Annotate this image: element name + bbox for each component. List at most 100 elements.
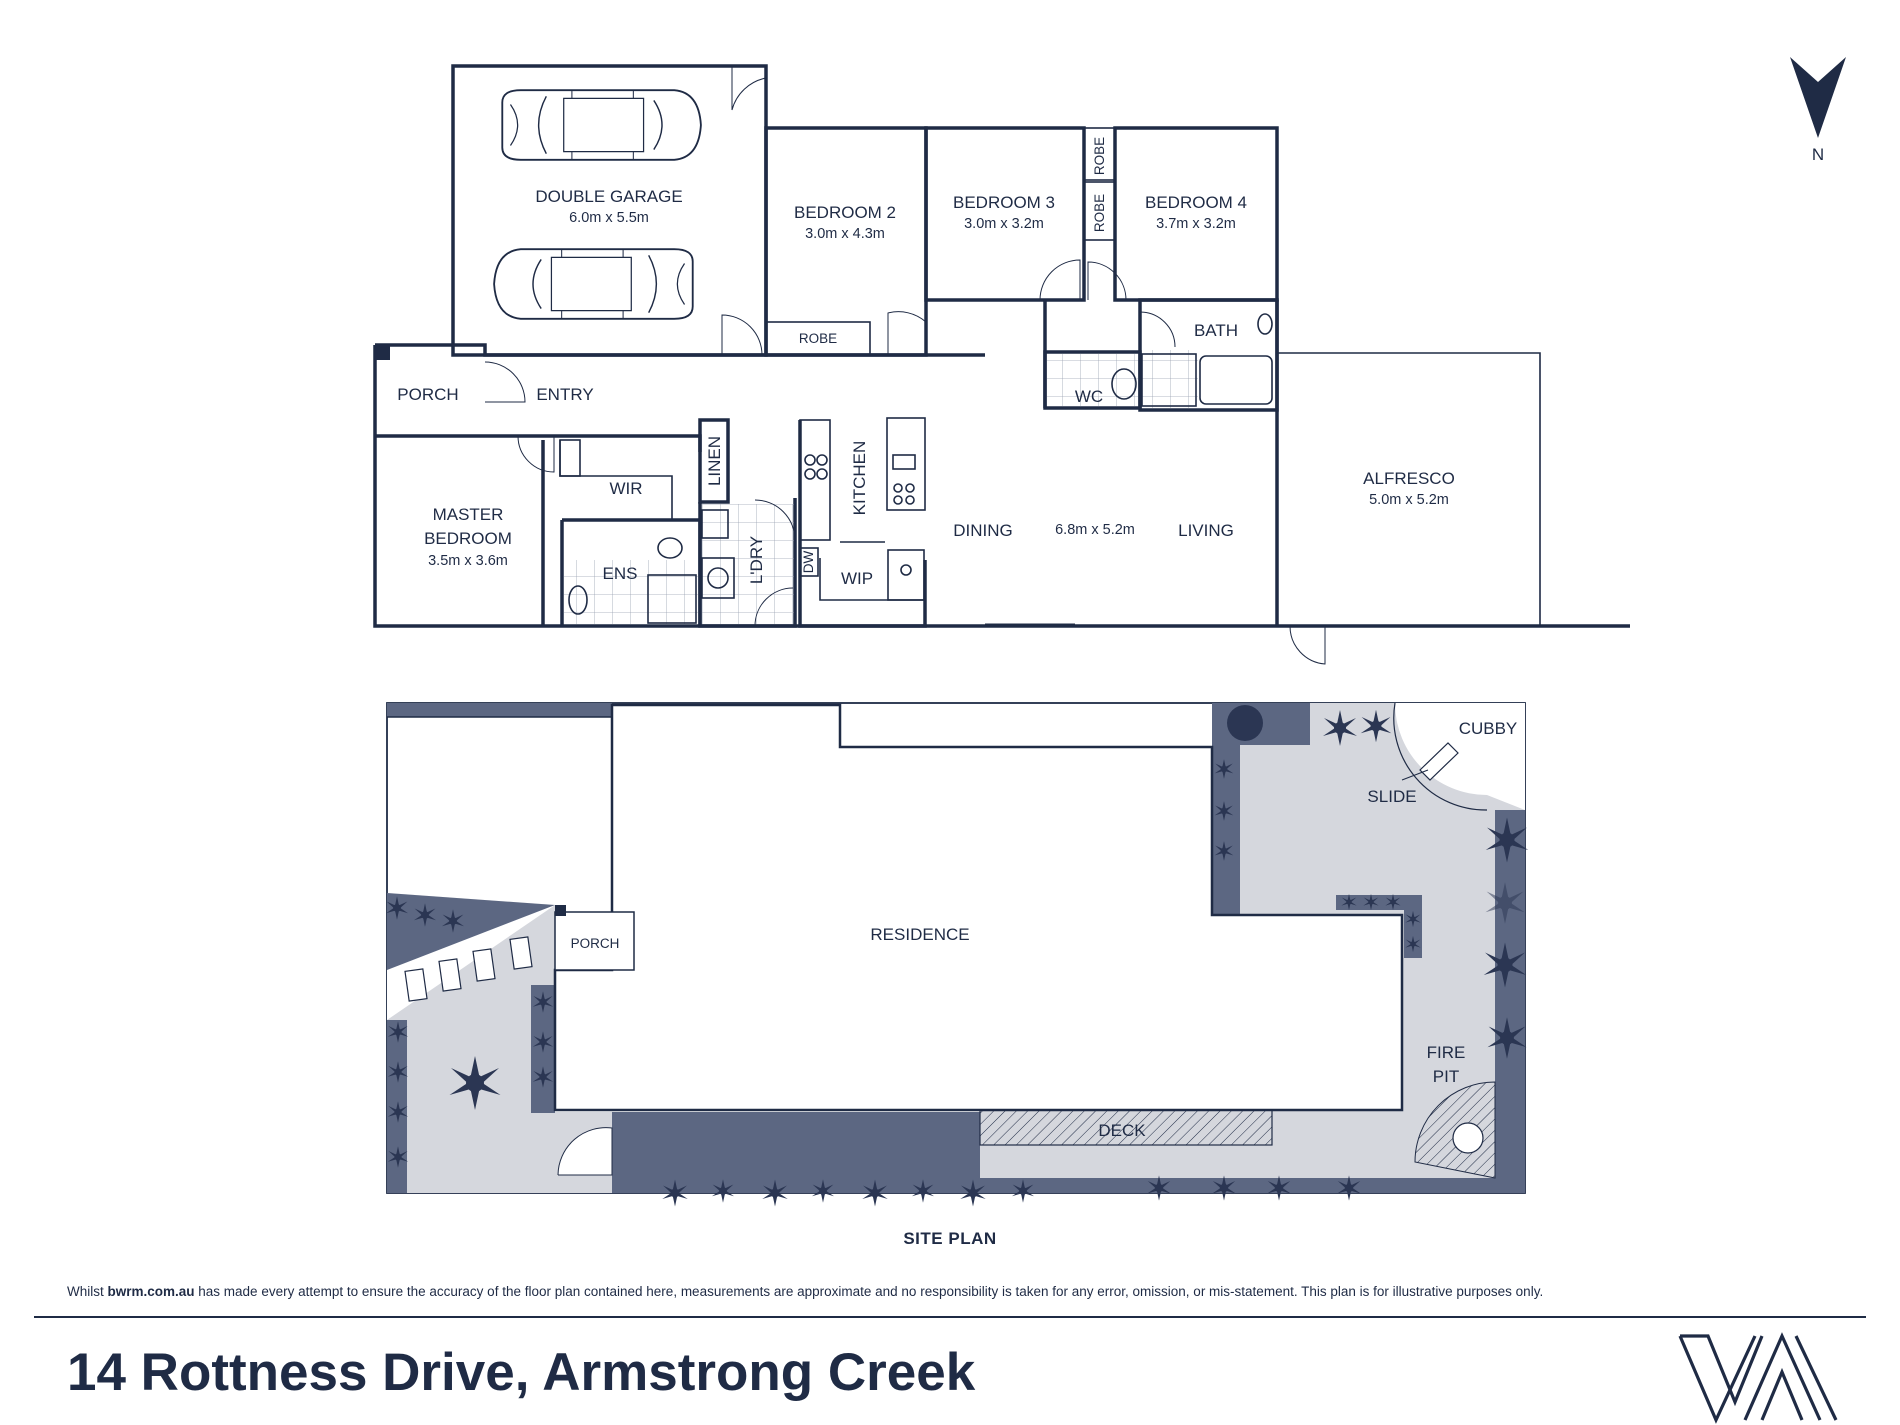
laundry-label: L'DRY (747, 536, 766, 584)
disclaimer-link[interactable]: bwrm.com.au (107, 1284, 195, 1299)
north-strip (387, 703, 612, 717)
master-door (517, 435, 555, 473)
bedroom4-robe (1083, 181, 1116, 241)
cubby-area (1395, 703, 1525, 810)
side-garden (612, 1112, 980, 1193)
property-address: 14 Rottness Drive, Armstrong Creek (67, 1343, 976, 1402)
bath-label: BATH (1194, 321, 1238, 340)
bedroom4-robe-label: ROBE (1092, 194, 1107, 232)
bedroom3-label: BEDROOM 3 (953, 193, 1055, 212)
car-icon (493, 248, 694, 320)
alfresco-size: 5.0m x 5.2m (1369, 492, 1449, 508)
wc-tiles (1047, 354, 1138, 406)
bedroom3-robe (1083, 127, 1116, 181)
bedroom3-door (1039, 259, 1081, 301)
floor-plan-labels: DOUBLE GARAGE 6.0m x 5.5m BEDROOM 2 3.0m… (397, 137, 1455, 588)
backyard-lawn (1212, 703, 1525, 1193)
disclaimer-prefix: Whilst (67, 1284, 108, 1299)
north-arrow-icon: N (1790, 57, 1846, 164)
laundry-tub (701, 509, 729, 539)
deck-label: DECK (1098, 1121, 1146, 1140)
dining-label: DINING (953, 521, 1013, 540)
bedroom4-door (1087, 261, 1127, 301)
side-gate (557, 1127, 613, 1176)
dw-label: DW (801, 551, 816, 574)
backyard-planter (1336, 895, 1422, 958)
entry-north-wall (375, 343, 985, 357)
ensuite-toilet (657, 537, 683, 559)
living-label: LIVING (1178, 521, 1234, 540)
garage-label: DOUBLE GARAGE (535, 187, 682, 206)
laundry-door (754, 499, 796, 541)
ensuite-basin (568, 585, 588, 615)
garage-side-door (721, 314, 763, 356)
garage-size: 6.0m x 5.5m (569, 210, 649, 226)
wip-shelf (887, 549, 925, 601)
bath-tiles (1142, 350, 1198, 408)
master-north-wall (485, 434, 702, 452)
stepping-stones (404, 936, 533, 1002)
entry-label: ENTRY (536, 385, 593, 404)
fire-pit-icon (1452, 1122, 1484, 1154)
kitchen-bench (799, 419, 831, 541)
footer-divider (34, 1316, 1866, 1318)
bedroom2-door (887, 311, 927, 355)
site-porch (554, 911, 635, 971)
backyard-bed-south (980, 1178, 1400, 1193)
laundry-tiles (702, 504, 794, 624)
master-label-line2: BEDROOM (424, 529, 512, 548)
alfresco-label: ALFRESCO (1363, 469, 1455, 488)
va-logo-icon (1678, 1332, 1838, 1424)
wir-label: WIR (609, 479, 642, 498)
basin-icon (1257, 313, 1273, 335)
backyard-bed-north (1212, 703, 1310, 915)
slide-icon (1419, 742, 1459, 781)
bedroom3-size: 3.0m x 3.2m (964, 216, 1044, 232)
wir-shelf (559, 439, 581, 477)
compass-label: N (1812, 145, 1824, 164)
bedroom4-label: BEDROOM 4 (1145, 193, 1247, 212)
washer-drum (707, 567, 729, 589)
master-size: 3.5m x 3.6m (428, 553, 508, 569)
front-door (484, 361, 526, 403)
floor-plan (373, 64, 1630, 665)
washer (701, 557, 735, 599)
site-plan (385, 702, 1529, 1207)
wc-label: WC (1075, 387, 1103, 406)
porch-label: PORCH (397, 385, 458, 404)
shower (1141, 353, 1197, 407)
alfresco-gate (1289, 625, 1326, 665)
bedroom4-size: 3.7m x 3.2m (1156, 216, 1236, 232)
alfresco-outline (1277, 352, 1541, 627)
plant-icon (385, 705, 1529, 1207)
fire-pit-label-line1: FIRE (1427, 1043, 1466, 1062)
disclaimer-body: has made every attempt to ensure the acc… (194, 1284, 1544, 1299)
cubby-label: CUBBY (1459, 719, 1518, 738)
kitchen-label: KITCHEN (850, 441, 869, 516)
bedroom2-size: 3.0m x 4.3m (805, 226, 885, 242)
ensuite-shower (647, 574, 697, 624)
linen-cupboard (698, 418, 730, 504)
wip-label: WIP (841, 569, 873, 588)
disclaimer-text: Whilst bwrm.com.au has made every attemp… (67, 1284, 1667, 1299)
ensuite-tiles (564, 560, 698, 624)
toilet-icon (1111, 368, 1137, 400)
bathtub (1199, 355, 1273, 405)
car-icon (501, 89, 702, 161)
master-label-line1: MASTER (433, 505, 504, 524)
bedroom2-label: BEDROOM 2 (794, 203, 896, 222)
bedroom2-robe-label: ROBE (799, 331, 837, 346)
laundry-walls (698, 498, 797, 628)
site-plan-title: SITE PLAN (903, 1229, 996, 1248)
garage-door-swing (731, 66, 767, 111)
linen-label: LINEN (705, 436, 724, 486)
residence-label: RESIDENCE (870, 925, 969, 944)
site-porch-label: PORCH (571, 936, 620, 951)
kitchen-island (886, 417, 926, 511)
bedroom3-walls (924, 126, 1086, 302)
bath-door (1139, 311, 1176, 348)
laundry-side-door (754, 587, 794, 627)
fire-pit-label-line2: PIT (1433, 1067, 1459, 1086)
site-plan-labels: RESIDENCE PORCH CUBBY SLIDE FIRE PIT DEC… (571, 719, 1518, 1248)
